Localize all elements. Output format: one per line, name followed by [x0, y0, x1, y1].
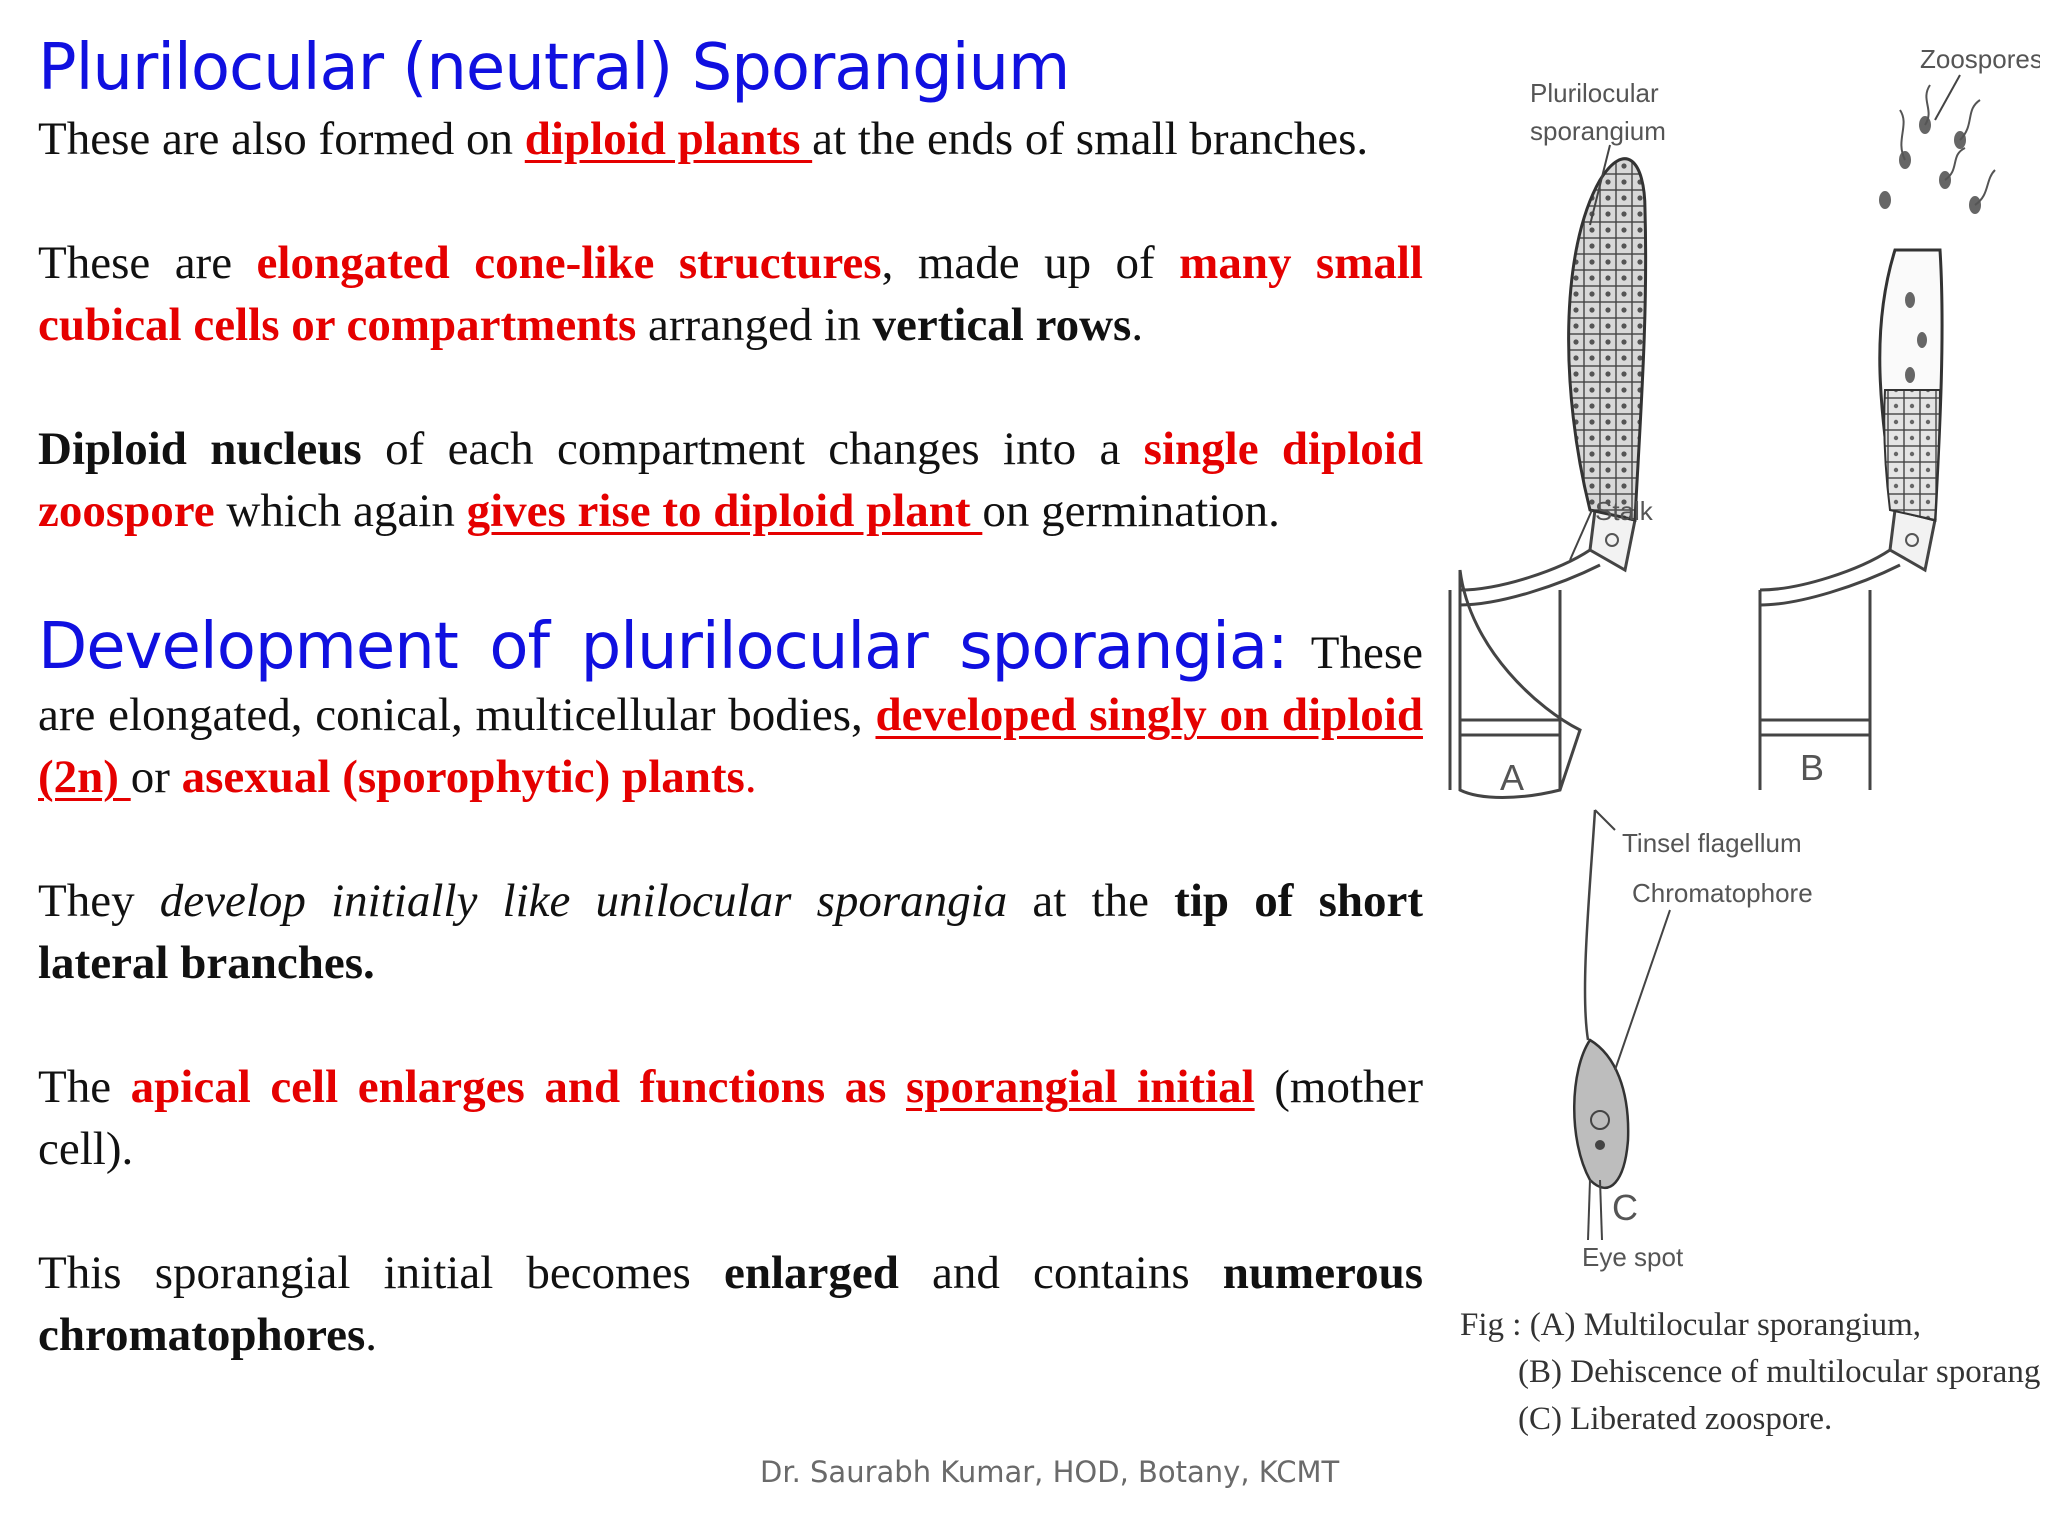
zoospores-label: Zoospores: [1920, 44, 2040, 74]
p5-text-c: at the: [1007, 875, 1175, 927]
p1-highlight-diploid-plants: diploid plants: [524, 113, 813, 165]
p6-highlight-apical-cell: apical cell enlarges and functions as: [130, 1061, 907, 1113]
p3-highlight-diploid-plant: gives rise to diploid plant: [466, 485, 983, 537]
p4-highlight-developed-singly: developed singly on diploid (2n): [38, 689, 1423, 803]
paragraph-7: This sporangial initial becomes enlarged…: [38, 1242, 1423, 1366]
p2-text-a: These are: [38, 237, 257, 289]
p7-bold-enlarged: enlarged: [723, 1247, 899, 1299]
plurilocular-label-line1: Plurilocular: [1530, 78, 1659, 108]
p1-text-c: at the ends of small branches.: [812, 113, 1369, 165]
p2-text-c: , made up of: [881, 237, 1180, 289]
figure-a: [1448, 157, 1648, 799]
development-heading: Development of plurilocular sporangia:: [38, 610, 1289, 684]
p6-highlight-sporangial-initial: sporangial initial: [906, 1061, 1255, 1113]
p2-highlight-cubical-cells: many small cubical cells or compartments: [38, 237, 1423, 351]
chromatophore-label: Chromatophore: [1632, 878, 1813, 908]
p4-text-a: These are elongated, conical, multicellu…: [38, 627, 1424, 741]
p6-text-d: (mother cell).: [38, 1061, 1424, 1175]
slide-footer: Dr. Saurabh Kumar, HOD, Botany, KCMT: [760, 1455, 1340, 1489]
p3-text-d: which again: [214, 485, 467, 537]
p2-text-g: .: [1131, 299, 1144, 351]
slide-title: Plurilocular (neutral) Sporangium: [38, 31, 1070, 105]
p3-text-f: on germination.: [982, 485, 1280, 537]
sporangium-figure: Plurilocular sporangium Stalk A: [1440, 30, 2040, 1470]
paragraph-2: These are elongated cone-like structures…: [38, 232, 1423, 356]
figure-c: [1573, 809, 1630, 1241]
paragraph-1: These are also formed on diploid plants …: [38, 108, 1423, 170]
p6-text-a: The: [38, 1061, 131, 1113]
p7-bold-chromatophores: numerous chromatophores: [38, 1247, 1423, 1361]
p5-italic-develop: develop initially like unilocular sporan…: [159, 875, 1008, 927]
figure-a-letter: A: [1500, 757, 1524, 798]
p2-highlight-cone-structures: elongated cone-like structures: [256, 237, 882, 289]
p3-highlight-zoospore: single diploid zoospore: [38, 423, 1423, 537]
p3-text-b: of each compartment changes into a: [361, 423, 1144, 475]
paragraph-5: They develop initially like unilocular s…: [38, 870, 1423, 994]
p1-text-a: These are also formed on: [38, 113, 525, 165]
figure-b: [1758, 84, 1996, 790]
p7-text-a: This sporangial initial becomes: [38, 1247, 724, 1299]
caption-line2: (B) Dehiscence of multilocular sporangiu…: [1518, 1354, 2040, 1390]
eye-spot-label: Eye spot: [1582, 1242, 1684, 1272]
p4-text-e: .: [744, 751, 757, 803]
figure-b-letter: B: [1800, 747, 1824, 788]
tinsel-flagellum-label: Tinsel flagellum: [1622, 828, 1802, 858]
p4-highlight-asexual-plants: asexual (sporophytic) plants: [181, 751, 745, 803]
p7-text-e: .: [365, 1309, 378, 1361]
p5-text-a: They: [38, 875, 160, 927]
sporangium-illustration: Plurilocular sporangium Stalk A: [1448, 44, 2040, 1437]
slide-text-column: Plurilocular (neutral) Sporangium These …: [38, 28, 1423, 1366]
caption-line3: (C) Liberated zoospore.: [1518, 1401, 1832, 1437]
p2-text-e: arranged in: [636, 299, 873, 351]
paragraph-3: Diploid nucleus of each compartment chan…: [38, 418, 1423, 542]
paragraph-6: The apical cell enlarges and functions a…: [38, 1056, 1423, 1180]
p4-text-c: or: [130, 751, 182, 803]
figure-c-letter: C: [1612, 1187, 1638, 1228]
paragraph-4: Development of plurilocular sporangia: T…: [38, 615, 1424, 808]
p5-bold-tip-branches: tip of short lateral branches.: [38, 875, 1424, 989]
caption-line1: Fig : (A) Multilocular sporangium,: [1460, 1307, 1921, 1343]
p3-bold-diploid-nucleus: Diploid nucleus: [38, 423, 362, 475]
plurilocular-label-line2: sporangium: [1530, 116, 1666, 146]
p2-bold-vertical-rows: vertical rows: [872, 299, 1132, 351]
p7-text-c: and contains: [898, 1247, 1223, 1299]
stalk-label: Stalk: [1595, 496, 1654, 526]
